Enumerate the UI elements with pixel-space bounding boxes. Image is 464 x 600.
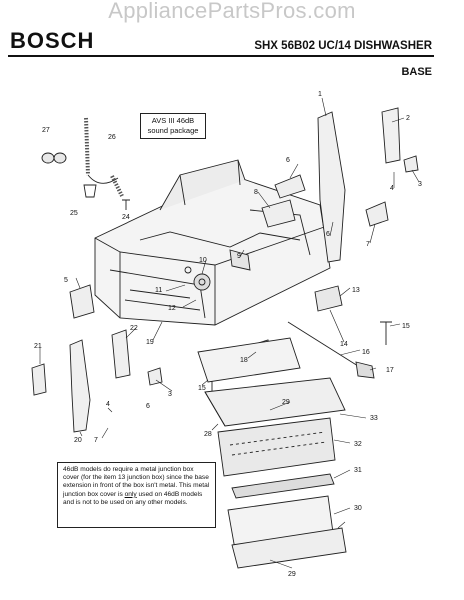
- callout-13: 13: [352, 287, 360, 294]
- callout-33: 33: [370, 415, 378, 422]
- callout-20: 20: [74, 437, 82, 444]
- callout-31: 31: [354, 467, 362, 474]
- callout-28: 28: [204, 431, 212, 438]
- screw-24: [122, 199, 130, 210]
- bracket-6-top: [274, 174, 306, 199]
- bracket-22: [111, 329, 131, 379]
- callout-22: 22: [130, 325, 138, 332]
- foot-17: [355, 361, 375, 379]
- callout-15-left: 15: [198, 385, 206, 392]
- callout-8: 8: [254, 189, 258, 196]
- callout-14: 14: [340, 341, 348, 348]
- callout-32: 32: [354, 441, 362, 448]
- hose-clamps: [41, 152, 67, 164]
- junction-box-note: 46dB models do require a metal junction …: [57, 462, 216, 528]
- callout-27: 27: [42, 127, 50, 134]
- clip-3-left: [147, 367, 163, 386]
- drain-hose: [84, 117, 124, 197]
- side-panel-1: [317, 111, 346, 263]
- callout-15-right: 15: [402, 323, 410, 330]
- panel-20: [69, 339, 91, 433]
- rod-16: [287, 321, 359, 367]
- callout-24: 24: [122, 214, 130, 221]
- screw-15-right: [380, 321, 392, 345]
- callout-12: 12: [168, 305, 176, 312]
- panel-28: [197, 337, 301, 383]
- callout-labels: 1 2 3 4 6 8 6 7 9 10 11 12 13 14 15 16 1…: [34, 91, 422, 578]
- callout-25: 25: [70, 210, 78, 217]
- callout-4-left: 4: [106, 401, 110, 408]
- sound-package-note: AVS III 46dB sound package: [140, 113, 206, 139]
- header-rule: [8, 55, 434, 57]
- bracket-21: [31, 363, 47, 396]
- callout-11: 11: [155, 287, 162, 294]
- callout-29-upper: 29: [282, 399, 290, 406]
- sound-note-line2: sound package: [147, 126, 199, 135]
- callout-17: 17: [386, 367, 394, 374]
- section-title: BASE: [401, 66, 432, 78]
- callout-3-right: 3: [418, 181, 422, 188]
- callout-5: 5: [64, 277, 68, 284]
- junction-note-emphasis: only: [124, 490, 137, 498]
- leader-lines: [39, 97, 420, 569]
- callout-16: 16: [362, 349, 370, 356]
- callout-6-left: 6: [146, 403, 150, 410]
- panel-32: [217, 417, 336, 477]
- watermark: AppliancePartsPros.com: [108, 0, 356, 23]
- switch-7-right: [365, 201, 389, 227]
- junction-box-13: [314, 285, 343, 312]
- brand-logo: BOSCH: [10, 28, 95, 53]
- callout-3-left: 3: [168, 391, 172, 398]
- strip-31: [231, 473, 335, 499]
- callout-2: 2: [406, 115, 410, 122]
- callout-30: 30: [354, 505, 362, 512]
- callout-26: 26: [108, 134, 116, 141]
- callout-21: 21: [34, 343, 42, 350]
- callout-1: 1: [318, 91, 322, 98]
- bracket-2: [381, 107, 401, 164]
- junction-note-text: 46dB models do require a metal junction …: [63, 466, 210, 498]
- callout-10: 10: [199, 257, 207, 264]
- callout-7-right: 7: [366, 241, 370, 248]
- junction-note-text-end: used on 46dB models and is not to be use…: [63, 490, 203, 506]
- bracket-5: [69, 284, 95, 319]
- callout-19: 19: [146, 339, 154, 346]
- model-title: SHX 56B02 UC/14 DISHWASHER: [254, 40, 432, 52]
- callout-6-top: 6: [286, 157, 290, 164]
- callout-29-lower: 29: [288, 571, 296, 578]
- sound-note-line1: AVS III 46dB: [151, 116, 195, 125]
- clip-25: [83, 184, 97, 198]
- bracket-29-lower: [231, 527, 347, 569]
- callout-4-right: 4: [390, 185, 394, 192]
- callout-18: 18: [240, 357, 248, 364]
- clip-3-right: [403, 155, 419, 173]
- terminal-8: [261, 199, 296, 228]
- callout-6-right: 6: [326, 231, 330, 238]
- callout-9: 9: [237, 253, 241, 260]
- callout-7-left: 7: [94, 437, 98, 444]
